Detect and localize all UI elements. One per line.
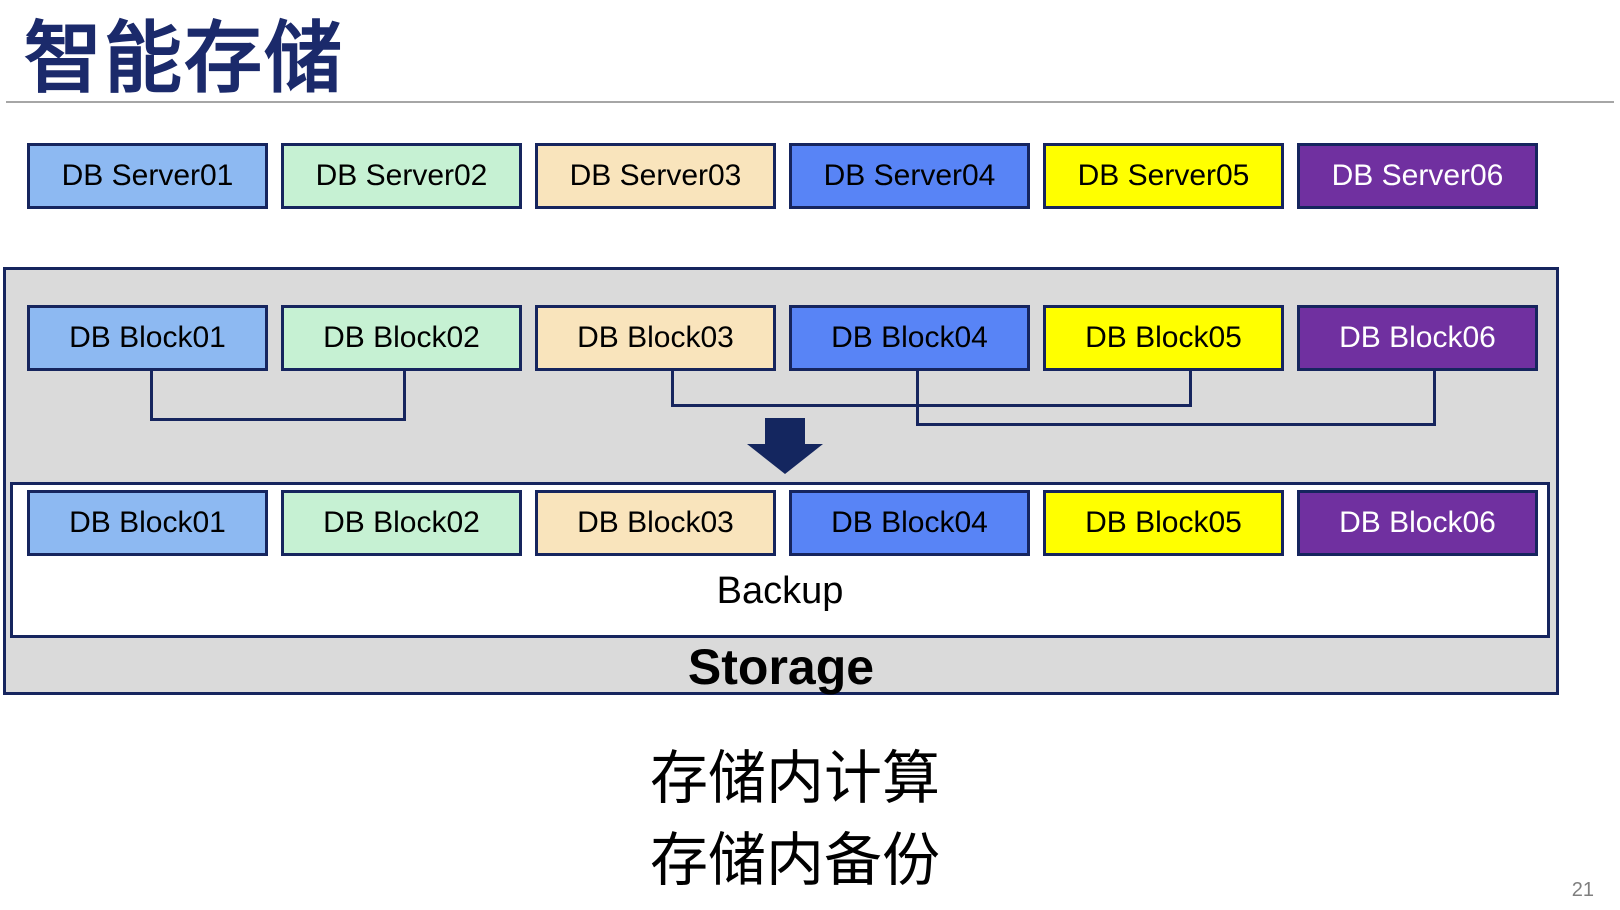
connector-block03-block05 — [671, 371, 1192, 407]
db-server06-box: DB Server06 — [1297, 143, 1538, 209]
db-block05-bottom-box: DB Block05 — [1043, 490, 1284, 556]
connector-block01-block02 — [150, 371, 406, 421]
db-block06-bottom-box: DB Block06 — [1297, 490, 1538, 556]
db-block02-bottom-box: DB Block02 — [281, 490, 522, 556]
caption-line2: 存储内备份 — [650, 828, 941, 893]
db-block04-bottom-box: DB Block04 — [789, 490, 1030, 556]
page-number: 21 — [1571, 879, 1594, 901]
connector-block04-block06 — [916, 371, 1436, 426]
db-block01-bottom-box: DB Block01 — [27, 490, 268, 556]
db-block06-top-box: DB Block06 — [1297, 305, 1538, 371]
storage-label: Storage — [687, 639, 875, 695]
db-block03-top-box: DB Block03 — [535, 305, 776, 371]
db-block-bottom-row: DB Block01 DB Block02 DB Block03 DB Bloc… — [27, 490, 1538, 556]
db-block01-top-box: DB Block01 — [27, 305, 268, 371]
db-server04-box: DB Server04 — [789, 143, 1030, 209]
db-server05-box: DB Server05 — [1043, 143, 1284, 209]
db-block04-top-box: DB Block04 — [789, 305, 1030, 371]
db-server02-box: DB Server02 — [281, 143, 522, 209]
caption-line1: 存储内计算 — [650, 746, 941, 811]
db-server-row: DB Server01 DB Server02 DB Server03 DB S… — [27, 143, 1538, 209]
title-divider — [6, 101, 1614, 103]
db-block03-bottom-box: DB Block03 — [535, 490, 776, 556]
down-arrow-icon — [747, 418, 823, 474]
db-block-top-row: DB Block01 DB Block02 DB Block03 DB Bloc… — [27, 305, 1538, 371]
caption-text: 存储内计算 存储内备份 — [650, 738, 940, 902]
backup-label: Backup — [716, 570, 844, 612]
db-block02-top-box: DB Block02 — [281, 305, 522, 371]
slide-title: 智能存储 — [24, 14, 345, 102]
db-server03-box: DB Server03 — [535, 143, 776, 209]
db-server01-box: DB Server01 — [27, 143, 268, 209]
db-block05-top-box: DB Block05 — [1043, 305, 1284, 371]
